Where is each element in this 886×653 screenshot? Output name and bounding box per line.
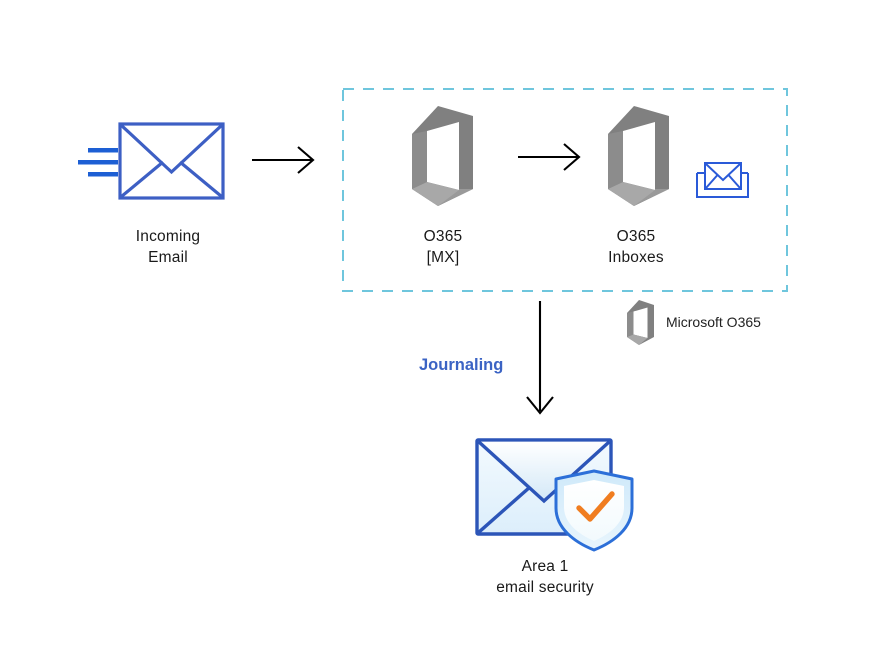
legend-label-microsoft-o365: Microsoft O365 [666,314,761,330]
label-journaling: Journaling [419,356,504,374]
office-365-icon-mx [412,106,473,206]
shielded-envelope-icon [475,438,634,552]
connector-mx-to-inboxes [518,143,581,171]
label-area1-email-security: Area 1 email security [496,558,594,596]
legend-office-365-icon [627,300,654,345]
connector-incoming-to-mx [252,146,315,174]
office-365-icon-inboxes [608,106,669,206]
microsoft-o365-boundary [342,88,788,292]
label-incoming-email: Incoming Email [135,228,201,266]
envelope-icon [118,122,225,200]
label-o365-mx: O365 [MX] [423,228,463,266]
label-o365-inboxes: O365 Inboxes [608,228,664,266]
motion-lines-icon [78,148,118,177]
inbox-tray-icon [696,162,749,198]
connector-inboxes-to-area1 [526,301,554,415]
